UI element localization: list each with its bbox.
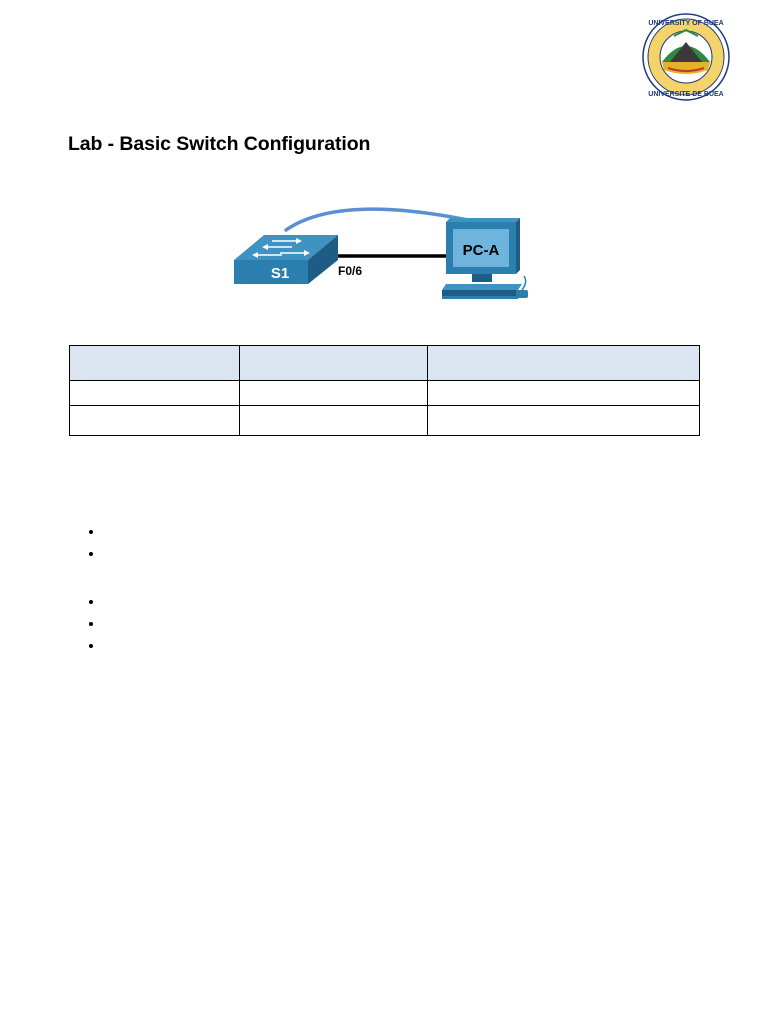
university-logo: UNIVERSITY OF BUEA UNIVERSITE DE BUEA [642,13,730,101]
table-header-cell [69,345,240,381]
topology-diagram: S1 F0/6 PC-A [234,207,528,299]
bullet-icon [89,622,93,626]
page-title: Lab - Basic Switch Configuration [68,133,371,155]
pc-a-icon [442,218,528,299]
table-cell [69,380,240,406]
table-cell [238,380,428,406]
bullet-icon [89,644,93,648]
addressing-table [69,345,701,436]
table-cell [238,405,428,436]
bullet-icon [89,530,93,534]
pc-label: PC-A [463,242,500,259]
switch-s1-icon [234,235,338,284]
table-header-row [69,345,701,381]
table-cell [426,405,701,436]
logo-bottom-text: UNIVERSITE DE BUEA [648,91,723,98]
bullet-icon [89,600,93,604]
table-header-cell [238,345,428,381]
table-header-cell [426,345,701,381]
logo-top-text: UNIVERSITY OF BUEA [648,20,723,27]
port-label: F0/6 [338,264,362,278]
table-cell [426,380,701,406]
table-cell [69,405,240,436]
console-cable [284,207,470,232]
switch-label: S1 [271,265,289,282]
table-row [69,380,701,406]
bullet-icon [89,552,93,556]
table-row [69,405,701,436]
